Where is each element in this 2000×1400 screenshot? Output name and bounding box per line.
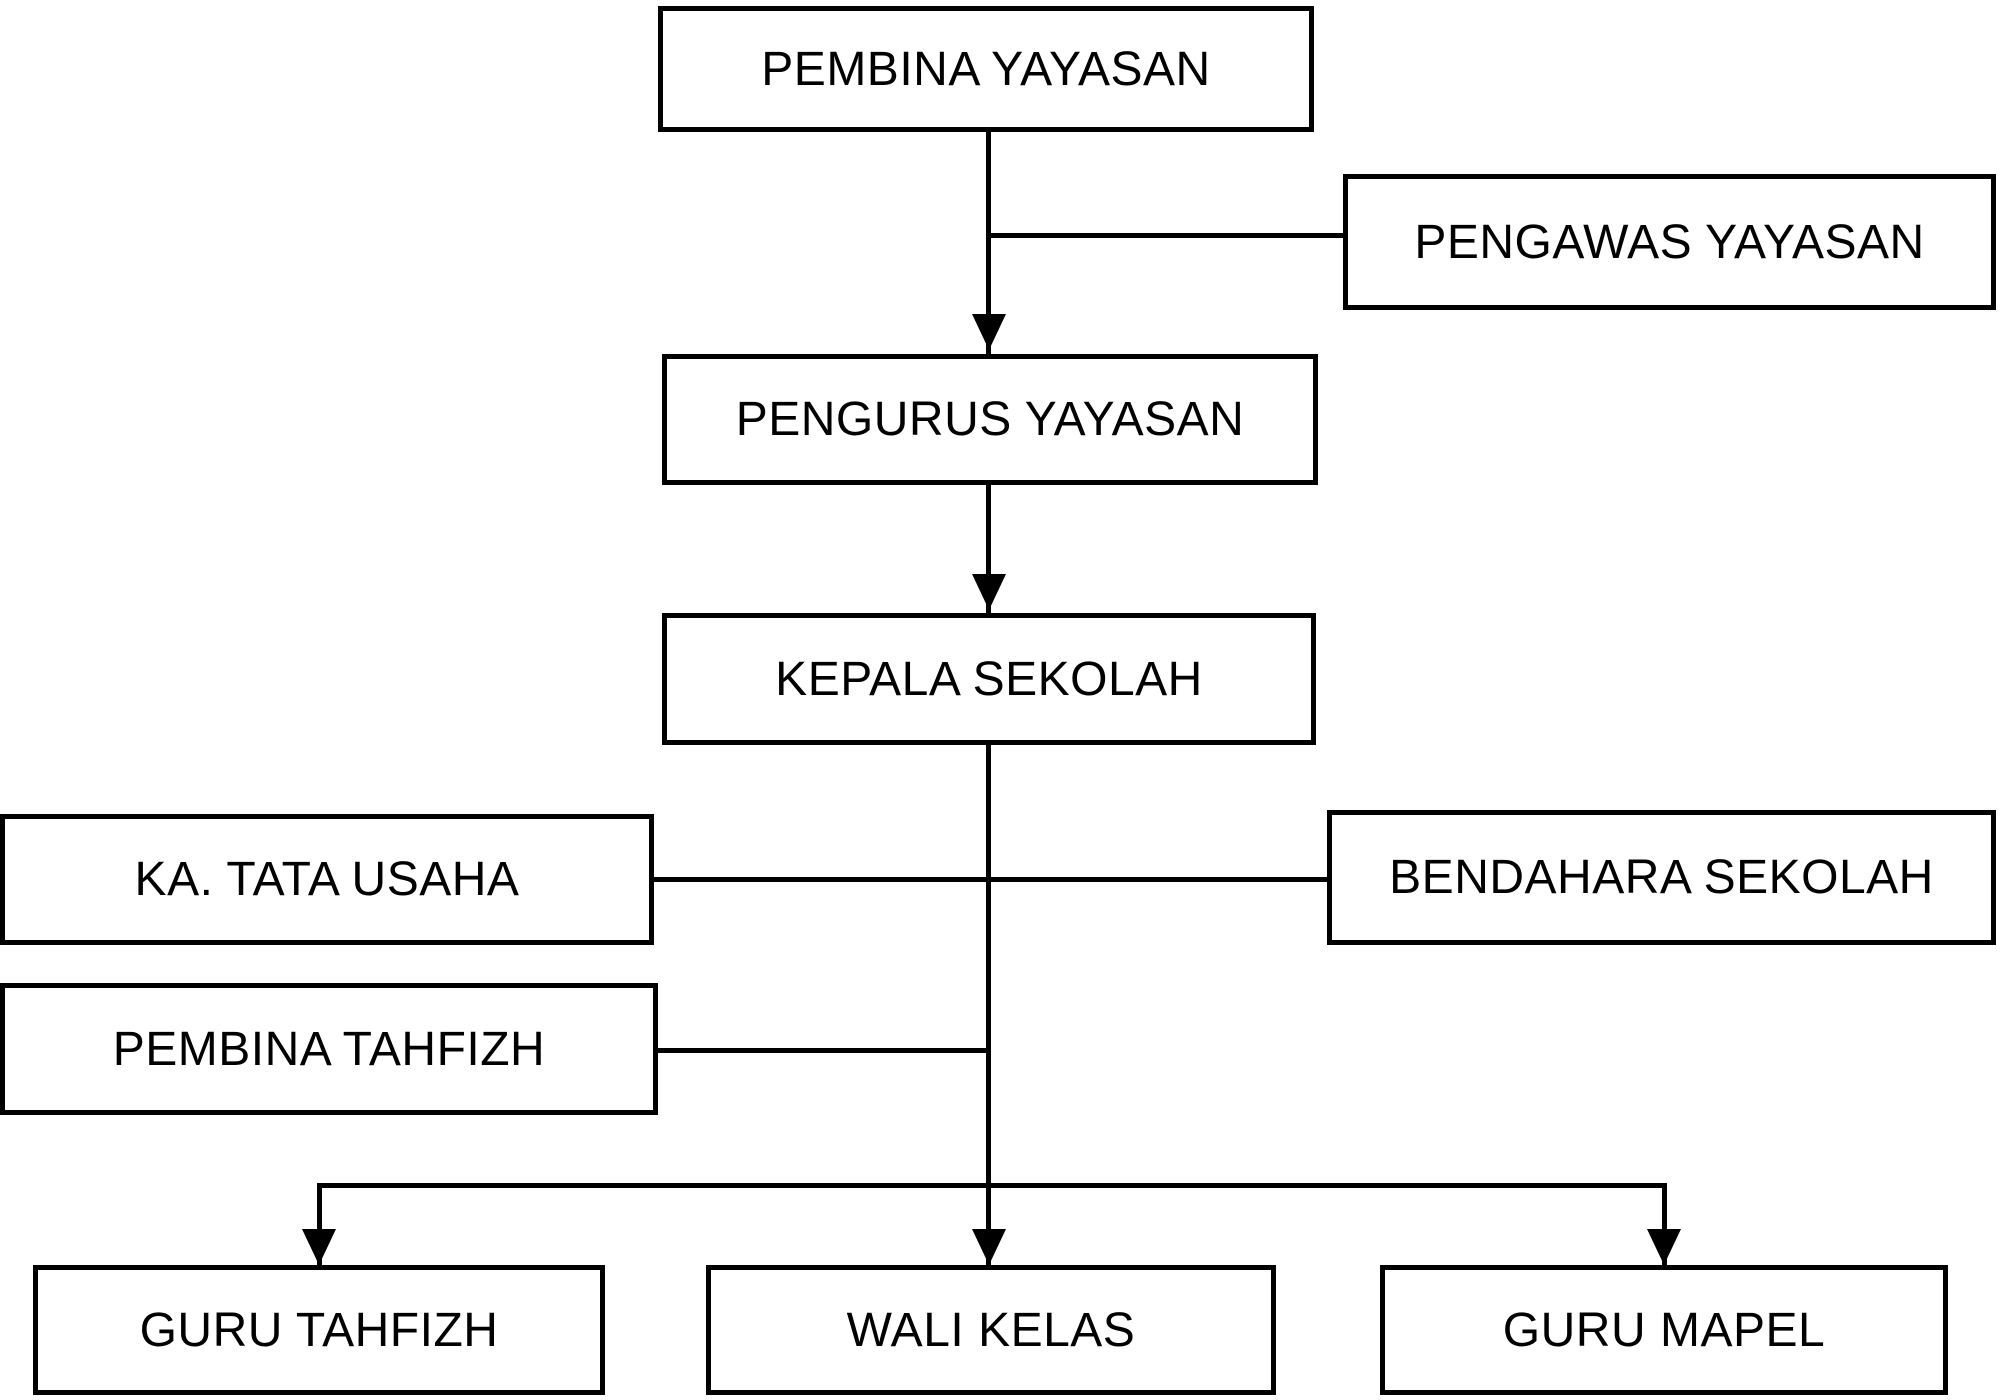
node-pembina-yayasan-label: PEMBINA YAYASAN bbox=[761, 42, 1211, 96]
connector-drop-guru-tahfizh bbox=[317, 1185, 322, 1265]
node-pengurus-yayasan: PENGURUS YAYASAN bbox=[662, 354, 1318, 485]
connector-tatausaha-bendahara bbox=[652, 877, 1330, 882]
arrowhead-into-guru-mapel bbox=[1647, 1229, 1681, 1265]
connector-pengurus-to-kepala bbox=[986, 483, 991, 613]
node-pembina-yayasan: PEMBINA YAYASAN bbox=[658, 6, 1314, 132]
node-pembina-tahfizh: PEMBINA TAHFIZH bbox=[0, 983, 658, 1115]
arrowhead-into-wali-kelas bbox=[972, 1229, 1006, 1265]
node-pengawas-yayasan-label: PENGAWAS YAYASAN bbox=[1414, 215, 1925, 269]
connector-bottom-distributor bbox=[317, 1183, 1667, 1188]
connector-branch-pembina-tahfizh bbox=[656, 1048, 991, 1053]
connector-kepala-trunk bbox=[986, 743, 991, 1265]
node-pengawas-yayasan: PENGAWAS YAYASAN bbox=[1343, 174, 1996, 310]
arrowhead-into-pengurus bbox=[972, 314, 1006, 350]
node-kepala-sekolah-label: KEPALA SEKOLAH bbox=[775, 652, 1203, 706]
node-guru-tahfizh-label: GURU TAHFIZH bbox=[139, 1303, 499, 1357]
connector-pembina-to-pengurus bbox=[986, 132, 991, 354]
node-guru-tahfizh: GURU TAHFIZH bbox=[33, 1265, 605, 1395]
node-bendahara-sekolah: BENDAHARA SEKOLAH bbox=[1327, 810, 1996, 945]
node-pembina-tahfizh-label: PEMBINA TAHFIZH bbox=[112, 1022, 546, 1076]
node-pengurus-yayasan-label: PENGURUS YAYASAN bbox=[735, 393, 1245, 446]
node-kepala-sekolah: KEPALA SEKOLAH bbox=[662, 613, 1316, 745]
node-wali-kelas: WALI KELAS bbox=[706, 1265, 1276, 1395]
connector-drop-guru-mapel bbox=[1662, 1185, 1667, 1265]
node-guru-mapel-label: GURU MAPEL bbox=[1502, 1303, 1826, 1357]
connector-branch-pengawas bbox=[986, 233, 1346, 238]
node-guru-mapel: GURU MAPEL bbox=[1380, 1265, 1948, 1395]
arrowhead-into-guru-tahfizh bbox=[302, 1229, 336, 1265]
node-ka-tata-usaha-label: KA. TATA USAHA bbox=[134, 853, 520, 906]
node-wali-kelas-label: WALI KELAS bbox=[846, 1303, 1136, 1357]
arrowhead-into-kepala bbox=[972, 574, 1006, 610]
node-bendahara-sekolah-label: BENDAHARA SEKOLAH bbox=[1389, 851, 1934, 904]
node-ka-tata-usaha: KA. TATA USAHA bbox=[0, 814, 654, 945]
